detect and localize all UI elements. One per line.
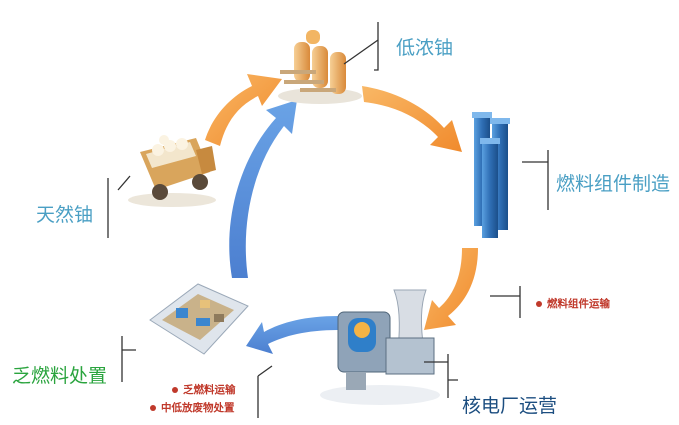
- bracket-natural: [107, 175, 131, 238]
- label-spent-fuel-disposal: 乏燃料处置: [12, 365, 108, 387]
- bullet-dot: [536, 301, 542, 307]
- arrow-fabrication-to-plant: [424, 248, 478, 330]
- arrow-enriched-to-fabrication: [362, 86, 462, 152]
- label-natural-uranium: 天然铀: [36, 204, 94, 226]
- bracket-spent-notes: [257, 365, 273, 418]
- label-brackets: [107, 22, 549, 418]
- mining-truck-icon: [128, 135, 216, 207]
- fuel-assembly-icon: [472, 112, 510, 238]
- label-fuel-assembly-fabrication: 燃料组件制造: [556, 173, 671, 195]
- note-assembly-transport: 燃料组件运输: [536, 296, 610, 311]
- note-low-level-waste: 中低放废物处置: [150, 400, 235, 415]
- disposal-facility-icon: [149, 283, 249, 355]
- label-low-enriched-uranium: 低浓铀: [396, 37, 454, 59]
- note-low-level-waste-text: 中低放废物处置: [161, 402, 235, 414]
- note-spent-fuel-transport: 乏燃料运输: [172, 382, 236, 397]
- arrow-plant-to-disposal: [246, 316, 338, 354]
- bracket-fabrication: [522, 150, 549, 210]
- bullet-dot: [150, 405, 156, 411]
- note-spent-fuel-transport-text: 乏燃料运输: [183, 384, 236, 396]
- bracket-low-enriched: [343, 22, 379, 71]
- arrow-disposal-to-enriched: [229, 100, 297, 278]
- bracket-assembly-transport: [490, 286, 521, 318]
- enrichment-tanks-icon: [278, 30, 362, 104]
- bracket-operation: [424, 354, 458, 398]
- nuclear-plant-icon: [320, 289, 440, 405]
- arrow-natural-to-enriched: [205, 74, 282, 146]
- bracket-disposal: [121, 336, 136, 382]
- label-plant-operation: 核电厂运营: [462, 395, 558, 417]
- bullet-dot: [172, 387, 178, 393]
- note-assembly-transport-text: 燃料组件运输: [547, 298, 610, 310]
